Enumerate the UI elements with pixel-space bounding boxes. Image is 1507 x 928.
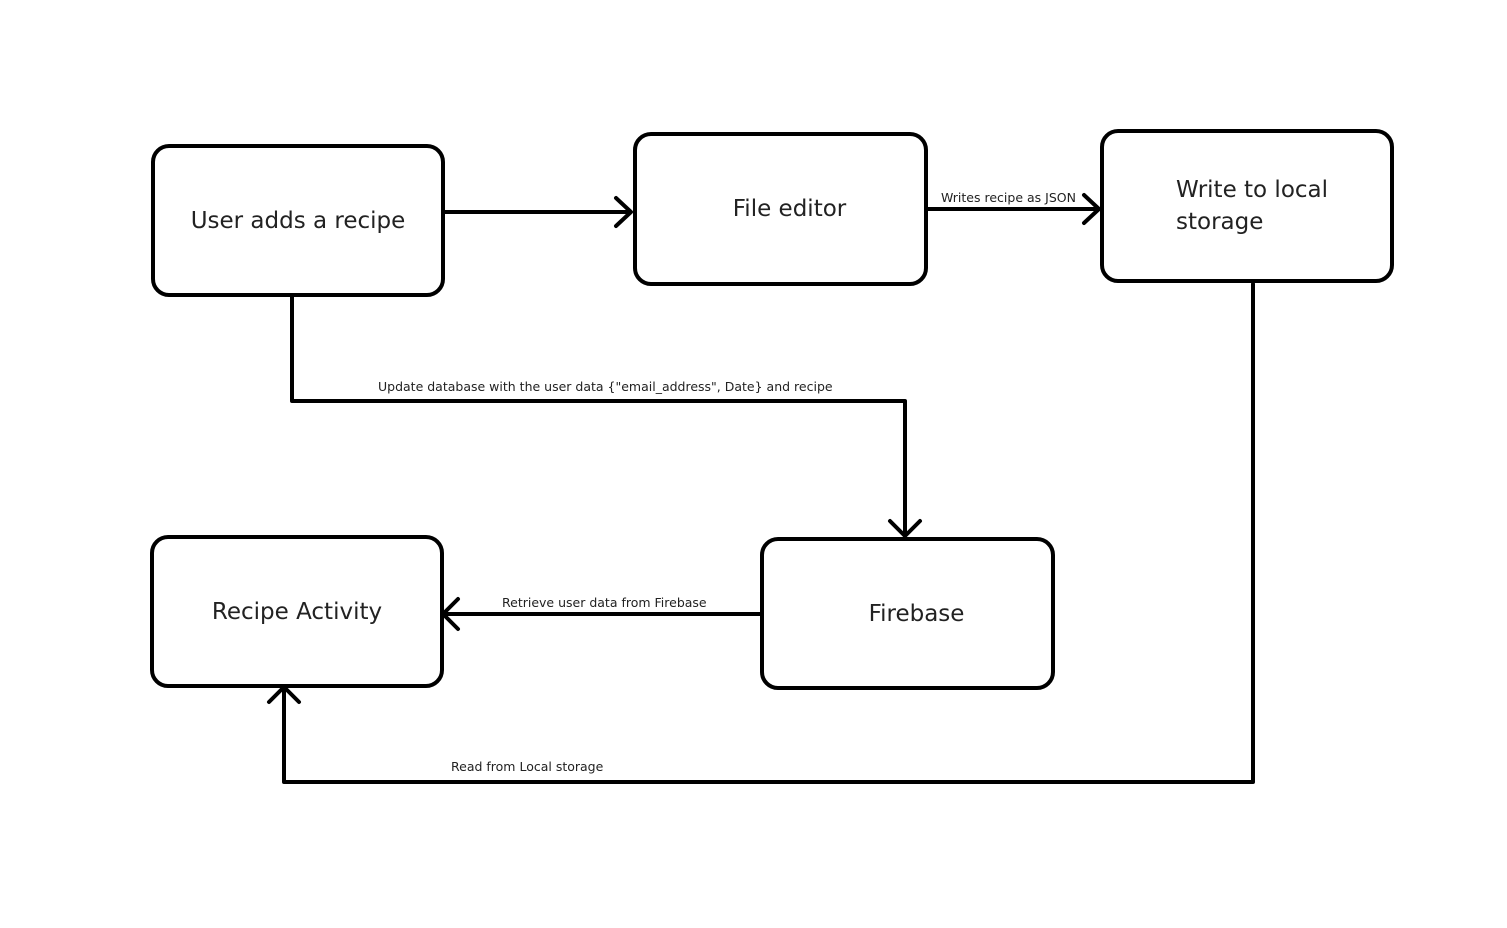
node-label: File editor (732, 196, 847, 222)
node-firebase: Firebase (760, 537, 1055, 690)
node-file-editor: File editor (633, 132, 928, 286)
node-recipe-activity: Recipe Activity (150, 535, 444, 688)
arrowhead-firebase (888, 519, 922, 538)
edge-label-read-local-storage: Read from Local storage (451, 759, 604, 774)
node-write-local-storage: Write to local storage (1100, 129, 1394, 283)
arrowhead-editor (614, 196, 633, 228)
edge-storage-to-activity (282, 282, 1255, 784)
edge-label-writes-json: Writes recipe as JSON (941, 190, 1076, 205)
node-label-line: Write to local (1176, 177, 1329, 203)
node-label: User adds a recipe (190, 207, 406, 234)
node-user-adds-recipe: User adds a recipe (151, 144, 445, 297)
node-label: Write to local storage (1176, 174, 1328, 238)
edge-label-update-database: Update database with the user data {"ema… (378, 379, 833, 394)
edge-label-retrieve-user-data: Retrieve user data from Firebase (502, 595, 707, 610)
node-label: Firebase (868, 600, 965, 627)
node-label: Recipe Activity (211, 598, 383, 625)
node-label-line: storage (1176, 209, 1264, 235)
arrowhead-storage (1082, 193, 1101, 225)
edge-user-to-firebase (290, 295, 907, 536)
